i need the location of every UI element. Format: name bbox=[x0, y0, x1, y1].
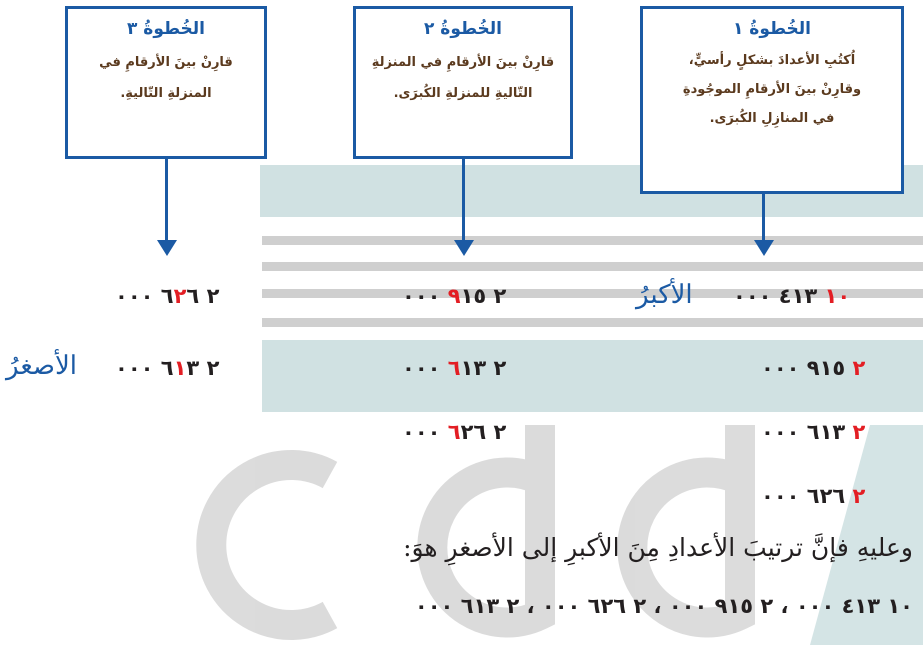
largest-label: الأكبرُ bbox=[636, 280, 693, 310]
step-1-box: الخُطوةُ ١ اُكتُبِ الأعدادَ بشكلٍ رأسيٍّ… bbox=[640, 6, 904, 194]
col1-number-3: ٢ ٦١٣ ٠٠٠ bbox=[761, 420, 866, 444]
step-2-title: الخُطوةُ ٢ bbox=[423, 19, 503, 39]
step-1-line-2: وقارِنْ بينَ الأرقامِ الموجُودةِ bbox=[682, 82, 862, 97]
col1-number-1: ١٠ ٤١٣ ٠٠٠ bbox=[733, 284, 851, 308]
conclusion-text: وعليهِ فإنَّ ترتيبَ الأعدادِ مِنَ الأكبر… bbox=[403, 533, 913, 562]
col2-number-2: ٢ ٦١٣ ٠٠٠ bbox=[402, 356, 507, 380]
step-1-line-1: اُكتُبِ الأعدادَ بشكلٍ رأسيٍّ، bbox=[688, 53, 856, 68]
step-3-line-1: قارِنْ بينَ الأرقامِ في bbox=[99, 55, 233, 70]
step-3-arrow-head bbox=[157, 240, 177, 256]
step-2-line-1: قارِنْ بينَ الأرقامِ في المنزلةِ bbox=[371, 55, 555, 70]
watermark-stripe-1 bbox=[262, 236, 923, 245]
watermark-band-bottom bbox=[262, 340, 923, 412]
col1-number-4: ٢ ٦٢٦ ٠٠٠ bbox=[761, 484, 866, 508]
col1-number-2: ٢ ٩١٥ ٠٠٠ bbox=[761, 356, 866, 380]
col3-number-2: ٢ ٦١٣ ٠٠٠ bbox=[115, 356, 220, 380]
step-1-line-3: في المنازِلِ الكُبرَى. bbox=[709, 111, 835, 126]
watermark-letters bbox=[196, 425, 923, 645]
watermark-stripe-3 bbox=[262, 289, 923, 298]
smallest-label: الأصغرُ bbox=[6, 351, 78, 381]
step-3-title: الخُطوةُ ٣ bbox=[126, 19, 206, 39]
watermark-stripe-2 bbox=[262, 262, 923, 271]
ordered-result: ١٠ ٤١٣ ٠٠٠ ، ٢ ٩١٥ ٠٠٠ ، ٢ ٦٢٦ ٠٠٠ ، ٢ ٦… bbox=[414, 594, 913, 618]
step-2-line-2: التّاليةِ للمنزلةِ الكُبرَى. bbox=[393, 86, 533, 101]
col3-number-1: ٢ ٦٢٦ ٠٠٠ bbox=[115, 284, 220, 308]
step-1-arrow-head bbox=[754, 240, 774, 256]
step-3-arrow-line bbox=[165, 159, 168, 242]
step-2-arrow-head bbox=[454, 240, 474, 256]
step-1-title: الخُطوةُ ١ bbox=[732, 19, 812, 39]
col2-number-3: ٢ ٦٢٦ ٠٠٠ bbox=[402, 420, 507, 444]
step-2-arrow-line bbox=[462, 159, 465, 242]
watermark-stripe-4 bbox=[262, 318, 923, 327]
step-1-arrow-line bbox=[762, 194, 765, 242]
step-3-line-2: المنزلةِ التّاليةِ. bbox=[120, 86, 212, 101]
step-2-box: الخُطوةُ ٢ قارِنْ بينَ الأرقامِ في المنز… bbox=[353, 6, 573, 159]
col2-number-1: ٢ ٩١٥ ٠٠٠ bbox=[402, 284, 507, 308]
step-3-box: الخُطوةُ ٣ قارِنْ بينَ الأرقامِ في المنز… bbox=[65, 6, 267, 159]
